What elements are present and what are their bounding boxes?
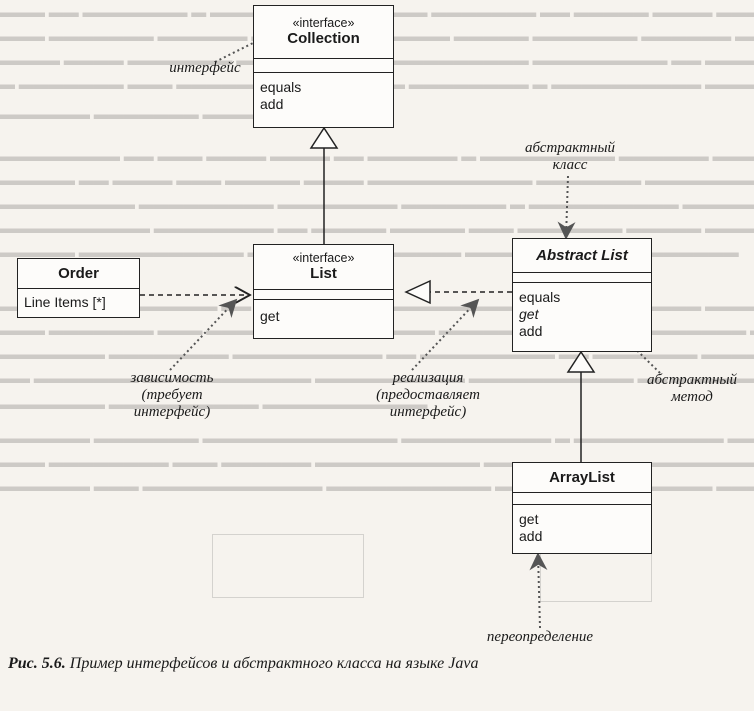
class-collection[interactable]: «interface» Collection equals add [253, 5, 394, 128]
class-collection-stereotype: «interface» [292, 16, 355, 30]
class-list-operations: get [254, 300, 393, 327]
note-realization: реализация (предоставляет интерфейс) [358, 370, 498, 421]
class-collection-operations: equals add [254, 73, 393, 115]
operation: get [519, 511, 539, 527]
operation: equals [519, 289, 561, 305]
note-line: реализация [392, 370, 464, 386]
class-order-header: Order [18, 259, 139, 289]
class-list-name: List [310, 265, 337, 282]
note-interface-text: интерфейс [169, 60, 241, 76]
note-line: класс [552, 157, 588, 173]
note-line: интерфейс) [133, 404, 211, 420]
class-abstract-list-operations: equals get add [513, 283, 651, 342]
class-abstract-list-name: Abstract List [536, 246, 628, 264]
note-interface: интерфейс [155, 60, 255, 77]
operation: get [519, 306, 539, 322]
class-abstract-list-header: Abstract List [513, 239, 651, 273]
note-line: интерфейс) [389, 404, 467, 420]
bleed-through-text: ▬▬▬▬▬▬ ▬▬▬▬▬▬▬ ▬▬▬▬▬▬▬▬▬▬▬▬▬ ▬▬▬▬▬▬▬▬▬▬ … [0, 431, 754, 447]
class-abstract-list[interactable]: Abstract List equals get add [512, 238, 652, 352]
note-override: переопределение [470, 629, 610, 646]
operation: add [260, 96, 284, 112]
note-line: абстрактный [524, 140, 616, 156]
note-line: зависимость [130, 370, 214, 386]
note-line: абстрактный [646, 372, 738, 388]
bleed-through-text: ▬▬▬▬▬▬▬▬▬ ▬▬▬▬▬▬▬▬▬ ▬▬▬▬▬▬▬▬ ▬▬▬▬▬▬▬ ▬ ▬… [0, 197, 754, 213]
class-collection-name: Collection [287, 30, 360, 47]
note-arrow-realization [411, 298, 480, 371]
class-arraylist-attributes [513, 493, 651, 505]
figure-number: Рис. 5.6. [8, 655, 66, 672]
note-line: метод [671, 389, 713, 405]
ghost-box [212, 534, 364, 598]
figure-caption: Рис. 5.6. Пример интерфейсов и абстрактн… [8, 655, 478, 673]
class-collection-attributes [254, 59, 393, 73]
class-list[interactable]: «interface» List get [253, 244, 394, 339]
bleed-through-text: ▬▬▬▬▬ ▬▬ ▬▬▬▬ ▬▬▬ ▬▬▬▬▬ ▬▬▬▬ ▬▬▬▬▬▬▬▬▬▬▬… [0, 173, 754, 189]
bleed-through-text: ▬▬▬▬▬▬▬ ▬▬▬▬▬▬▬▬▬▬ ▬▬▬▬▬▬▬▬▬▬▬ [0, 397, 428, 413]
operation: add [519, 528, 543, 544]
note-arrow-dependency [169, 298, 238, 371]
figure-caption-text: Пример интерфейсов и абстрактного класса… [69, 655, 479, 672]
note-override-text: переопределение [486, 629, 594, 645]
note-line: (требует [141, 387, 203, 403]
class-list-attributes [254, 290, 393, 300]
operation: add [519, 323, 543, 339]
class-order-name: Order [58, 264, 99, 282]
note-arrow-abstract-class [557, 175, 576, 240]
note-arrow-interface [214, 30, 279, 63]
attribute: Line Items [*] [24, 294, 106, 310]
generalization-arrowhead [566, 350, 596, 373]
class-list-stereotype: «interface» [292, 251, 355, 265]
class-arraylist-name: ArrayList [549, 468, 615, 486]
bleed-through-text: ▬▬▬▬▬▬ ▬▬▬▬▬▬▬ ▬▬▬▬ [0, 107, 263, 123]
class-arraylist-operations: get add [513, 505, 651, 547]
realization-arrowhead [404, 279, 431, 305]
note-dependency: зависимость (требует интерфейс) [112, 370, 232, 421]
operation: equals [260, 79, 302, 95]
generalization-arrowhead [309, 126, 339, 149]
class-abstract-list-attributes [513, 273, 651, 283]
note-arrow-override [529, 552, 548, 629]
note-abstract-class: абстрактный класс [510, 140, 630, 174]
class-order-attributes: Line Items [*] [18, 289, 139, 313]
class-list-header: «interface» List [254, 245, 393, 290]
operation: get [260, 308, 280, 324]
note-line: (предоставляет [376, 387, 480, 403]
class-order[interactable]: Order Line Items [*] [17, 258, 140, 318]
class-arraylist-header: ArrayList [513, 463, 651, 493]
bleed-through-text: ▬▬ ▬▬▬▬▬▬▬ ▬▬ ▬▬▬▬▬▬▬▬▬ ▬▬▬▬▬▬▬▬▬▬ ▬▬▬▬▬… [0, 371, 754, 387]
class-arraylist[interactable]: ArrayList get add [512, 462, 652, 554]
note-abstract-method: абстрактный метод [636, 372, 748, 406]
class-collection-header: «interface» Collection [254, 6, 393, 59]
bleed-through-text: ▬▬▬▬▬▬▬▬ ▬▬ ▬▬▬ ▬▬▬▬ ▬▬▬▬ ▬▬ ▬▬▬▬▬▬ ▬ ▬▬… [0, 149, 754, 165]
